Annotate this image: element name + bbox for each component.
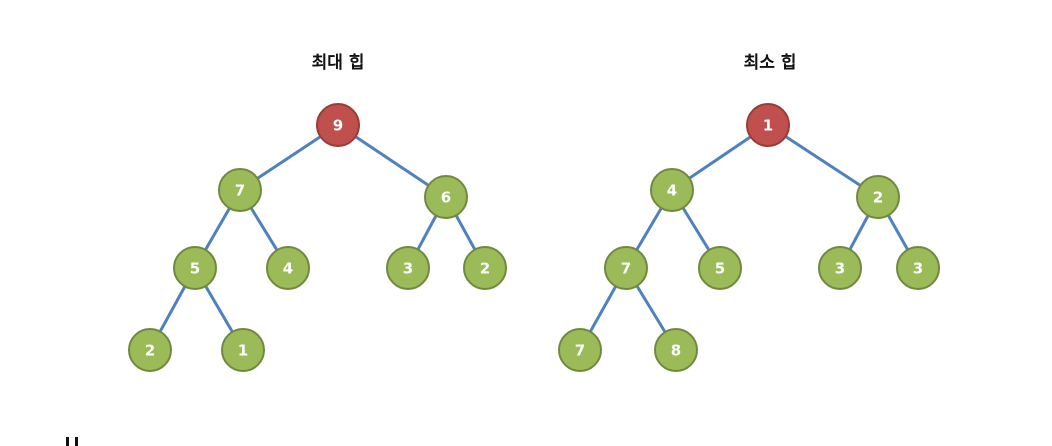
max-heap-node-4: 4 — [266, 246, 310, 290]
min-heap-node-circle — [896, 246, 940, 290]
max-heap-node-circle — [424, 175, 468, 219]
max-heap-node-label: 3 — [403, 260, 413, 278]
min-heap-node-1: 4 — [650, 168, 694, 212]
min-heap-node-circle — [558, 328, 602, 372]
max-heap-node-label: 2 — [480, 260, 490, 278]
min-heap-node-8: 8 — [654, 328, 698, 372]
max-heap-node-circle — [173, 246, 217, 290]
min-heap-node-label: 3 — [913, 260, 923, 278]
max-heap-node-label: 6 — [441, 189, 451, 207]
max-heap-node-7: 2 — [128, 328, 172, 372]
max-heap-node-label: 2 — [145, 342, 155, 360]
max-heap-node-circle — [221, 328, 265, 372]
min-heap-node-5: 3 — [818, 246, 862, 290]
min-heap-node-circle — [604, 246, 648, 290]
edges-layer — [148, 123, 920, 351]
min-heap-node-label: 2 — [873, 189, 883, 207]
min-heap-node-label: 7 — [575, 342, 585, 360]
min-heap-title: 최소 힙 — [743, 53, 797, 73]
min-heap-node-circle — [654, 328, 698, 372]
max-heap-node-circle — [266, 246, 310, 290]
max-heap-node-circle — [218, 168, 262, 212]
max-heap-node-circle — [128, 328, 172, 372]
min-heap-node-label: 7 — [621, 260, 631, 278]
max-heap-node-3: 5 — [173, 246, 217, 290]
max-heap-title: 최대 힙 — [311, 53, 365, 73]
max-heap-node-circle — [386, 246, 430, 290]
max-heap-node-5: 3 — [386, 246, 430, 290]
min-heap-node-4: 5 — [698, 246, 742, 290]
min-heap-node-0: 1 — [746, 103, 790, 147]
min-heap-node-label: 3 — [835, 260, 845, 278]
min-heap-node-label: 1 — [763, 117, 773, 135]
min-heap-root-circle — [746, 103, 790, 147]
min-heap-node-3: 7 — [604, 246, 648, 290]
nodes-layer: 9 7 6 5 4 3 2 2 1 1 4 2 7 5 3 3 7 8 — [128, 103, 940, 372]
max-heap-node-label: 4 — [283, 260, 293, 278]
min-heap-node-6: 3 — [896, 246, 940, 290]
max-heap-node-2: 6 — [424, 175, 468, 219]
max-heap-root-circle — [316, 103, 360, 147]
min-heap-node-label: 5 — [715, 260, 725, 278]
max-heap-node-circle — [463, 246, 507, 290]
max-heap-node-6: 2 — [463, 246, 507, 290]
max-heap-node-label: 7 — [235, 182, 245, 200]
min-heap-node-circle — [698, 246, 742, 290]
mark-left — [66, 437, 69, 446]
min-heap-node-2: 2 — [856, 175, 900, 219]
max-heap-node-1: 7 — [218, 168, 262, 212]
min-heap-node-circle — [856, 175, 900, 219]
min-heap-node-label: 8 — [671, 342, 681, 360]
max-heap-node-0: 9 — [316, 103, 360, 147]
min-heap-node-label: 4 — [667, 182, 677, 200]
min-heap-node-circle — [650, 168, 694, 212]
min-heap-node-7: 7 — [558, 328, 602, 372]
bottom-edge-marks — [66, 437, 78, 446]
max-heap-node-label: 1 — [238, 342, 248, 360]
min-heap-node-circle — [818, 246, 862, 290]
mark-right — [75, 437, 78, 446]
max-heap-node-label: 5 — [190, 260, 200, 278]
max-heap-node-8: 1 — [221, 328, 265, 372]
max-heap-node-label: 9 — [333, 117, 343, 135]
